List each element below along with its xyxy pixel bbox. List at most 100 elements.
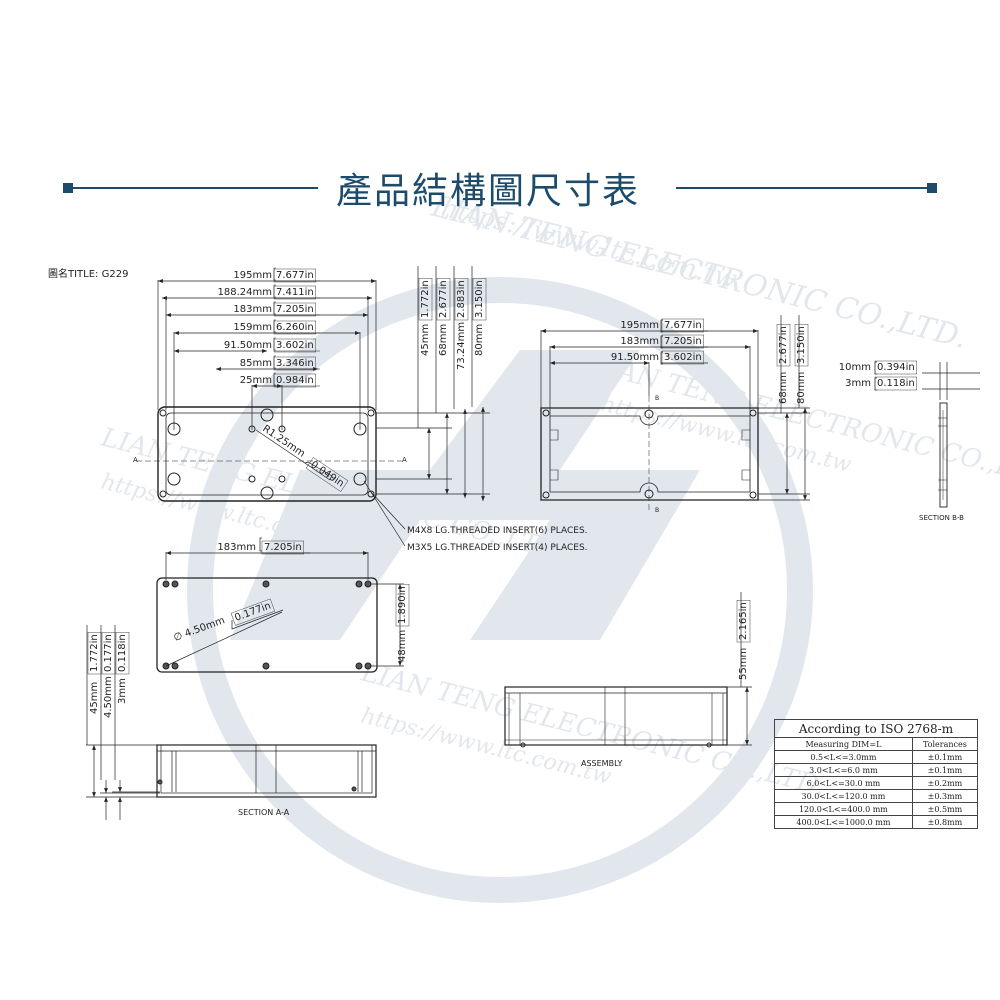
lid-height-in: 1.890in bbox=[397, 586, 408, 624]
dim-label-in: 3.602in bbox=[276, 340, 314, 351]
dim-inch-box bbox=[661, 318, 704, 333]
table-row: 0.5<L<=3.0mm ±0.1mm bbox=[774, 750, 979, 764]
tolerance-table-title: According to ISO 2768-m bbox=[774, 719, 978, 738]
top-view bbox=[136, 406, 402, 502]
tolerance-value: ±0.8mm bbox=[911, 815, 979, 829]
dim-label-mm: 25mm bbox=[240, 375, 272, 386]
table-row: 3.0<L<=6.0 mm ±0.1mm bbox=[774, 763, 979, 777]
dim-label-mm: 85mm bbox=[240, 358, 272, 369]
dim-inch-box bbox=[87, 632, 102, 675]
section-a-dim-mm: 3mm bbox=[117, 678, 128, 704]
dim-label-in: 3.602in bbox=[664, 352, 702, 363]
tolerance-range: 3.0<L<=6.0 mm bbox=[774, 763, 913, 777]
assembly-dims bbox=[727, 592, 752, 746]
tolerance-value: ±0.1mm bbox=[911, 750, 979, 764]
top-view-vertical-dims bbox=[376, 266, 490, 501]
bottom-view-dims bbox=[540, 315, 810, 501]
radius-mm: R1.25mm bbox=[260, 423, 307, 459]
table-row: 120.0<L<=400.0 mm ±0.5mm bbox=[774, 802, 979, 816]
table-row: 6.0<L<=30.0 mm ±0.2mm bbox=[774, 776, 979, 790]
radius-leader bbox=[255, 429, 333, 481]
section-a-dim-mm: 45mm bbox=[89, 682, 100, 714]
assembly-view bbox=[504, 686, 728, 748]
dim-label-in: 7.411in bbox=[276, 287, 314, 298]
dim-inch-box bbox=[874, 376, 917, 391]
dim-label-mm: 91.50mm bbox=[224, 340, 272, 351]
assembly-height-mm: 55mm bbox=[738, 648, 749, 680]
section-mark-a-left: A bbox=[133, 456, 138, 464]
dim-label-mm: 45mm bbox=[420, 324, 431, 356]
top-view-dim-brackets bbox=[273, 267, 320, 387]
section-b-b bbox=[938, 402, 948, 508]
dim-inch-box bbox=[776, 324, 791, 367]
dim-inch-box bbox=[794, 324, 809, 367]
dim-inch-box bbox=[115, 632, 130, 675]
dim-label-in: 2.883in bbox=[456, 280, 467, 318]
lid-dims bbox=[165, 537, 404, 667]
dim-inch-box bbox=[395, 584, 410, 627]
dim-label-mm: 68mm bbox=[438, 324, 449, 356]
tolerance-header-dim: Measuring DIM=L bbox=[774, 737, 913, 751]
section-a-dim-mm: 4.50mm bbox=[103, 676, 114, 718]
table-row: 400.0<L<=1000.0 mm ±0.8mm bbox=[774, 815, 979, 829]
lid-width-in: 7.205in bbox=[264, 542, 302, 553]
dim-label-in: 0.984in bbox=[276, 375, 314, 386]
dim-inch-box bbox=[472, 278, 487, 321]
dim-label-in: 3.346in bbox=[276, 358, 314, 369]
tolerance-table: According to ISO 2768-m Measuring DIM=L … bbox=[774, 719, 979, 829]
lid-width-mm: 183mm bbox=[217, 542, 256, 553]
assembly-height-in: 2.165in bbox=[738, 602, 749, 640]
dim-label-mm: 188.24mm bbox=[218, 287, 272, 298]
section-b-dim-mm: 3mm bbox=[845, 378, 871, 389]
assembly-label: ASSEMBLY bbox=[581, 759, 622, 768]
section-a-dim-in: 0.177in bbox=[103, 634, 114, 672]
tolerance-value: ±0.2mm bbox=[911, 776, 979, 790]
section-a-dim-in: 1.772in bbox=[89, 634, 100, 672]
tolerance-range: 6.0<L<=30.0 mm bbox=[774, 776, 913, 790]
dim-label-in: 7.205in bbox=[276, 304, 314, 315]
note-insert-m4: M4X8 LG.THREADED INSERT(6) PLACES. bbox=[407, 526, 588, 536]
dim-label-in: 6.260in bbox=[276, 322, 314, 333]
section-mark-a-right: A bbox=[402, 456, 407, 464]
dim-label-in: 2.677in bbox=[778, 326, 789, 364]
dim-label-mm: 195mm bbox=[620, 320, 659, 331]
dim-inch-box bbox=[874, 360, 917, 375]
dim-inch-box bbox=[661, 350, 704, 365]
drawing-title: 圖名TITLE: G229 bbox=[48, 269, 129, 280]
section-a-a bbox=[156, 744, 377, 798]
dim-label-mm: 73.24mm bbox=[456, 322, 467, 370]
section-b-label: SECTION B-B bbox=[919, 514, 964, 522]
dim-label-mm: 183mm bbox=[620, 336, 659, 347]
tolerance-range: 400.0<L<=1000.0 mm bbox=[774, 815, 913, 829]
dim-label-in: 1.772in bbox=[420, 280, 431, 318]
dim-inch-box bbox=[454, 278, 469, 321]
dim-inch-box bbox=[436, 278, 451, 321]
tolerance-value: ±0.5mm bbox=[911, 802, 979, 816]
section-b-dim-in: 0.394in bbox=[877, 362, 915, 373]
tolerance-value: ±0.1mm bbox=[911, 763, 979, 777]
tolerance-header-tol: Tolerances bbox=[911, 737, 979, 751]
tolerance-range: 120.0<L<=400.0 mm bbox=[774, 802, 913, 816]
section-a-label: SECTION A-A bbox=[238, 808, 290, 817]
section-mark-b-bottom: B bbox=[655, 507, 659, 514]
dim-label-in: 7.677in bbox=[276, 270, 314, 281]
tolerance-range: 30.0<L<=120.0 mm bbox=[774, 789, 913, 803]
dim-inch-box bbox=[736, 600, 751, 643]
note-insert-m3: M3X5 LG.THREADED INSERT(4) PLACES. bbox=[407, 543, 588, 553]
table-row: 30.0<L<=120.0 mm ±0.3mm bbox=[774, 789, 979, 803]
dim-label-mm: 183mm bbox=[233, 304, 272, 315]
lid-view bbox=[156, 577, 378, 673]
tolerance-value: ±0.3mm bbox=[911, 789, 979, 803]
dim-inch-box bbox=[418, 278, 433, 321]
dim-label-in: 3.150in bbox=[796, 326, 807, 364]
section-a-dim-in: 0.118in bbox=[117, 634, 128, 672]
dim-label-mm: 159mm bbox=[233, 322, 272, 333]
dim-inch-box bbox=[661, 334, 704, 349]
header-rule bbox=[63, 183, 937, 193]
dim-label-mm: 80mm bbox=[796, 372, 807, 404]
dim-label-mm: 68mm bbox=[778, 372, 789, 404]
dim-label-mm: 91.50mm bbox=[611, 352, 659, 363]
tolerance-range: 0.5<L<=3.0mm bbox=[774, 750, 913, 764]
top-view-vertical-labels: 45mm 1.772in 68mm 2.677in 73.24mm 2.883i… bbox=[418, 278, 487, 370]
